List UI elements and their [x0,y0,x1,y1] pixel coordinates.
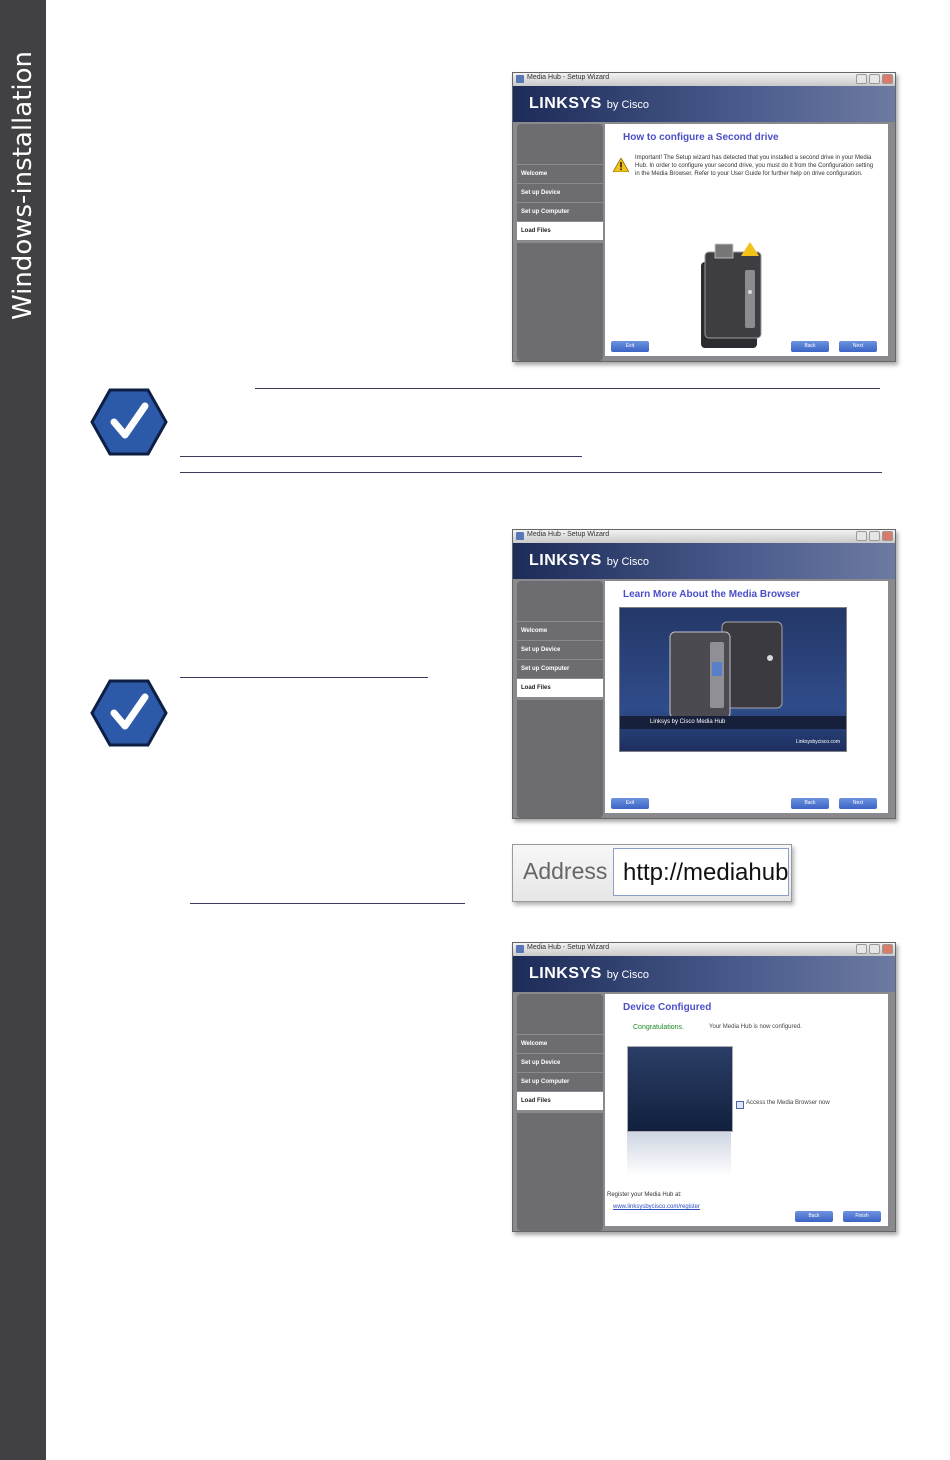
hero-logo-text: Linksysbycisco.com [795,739,840,745]
nav-item-welcome: Welcome [517,164,603,183]
wizard-screenshot-learn-more: Media Hub - Setup Wizard LINKSYS by Cisc… [512,529,896,819]
exit-button: Exit [611,798,649,809]
back-button: Back [791,341,829,352]
nav-item-welcome: Welcome [517,1034,603,1053]
window-title: Media Hub - Setup Wizard [527,944,610,951]
window-titlebar: Media Hub - Setup Wizard [513,530,895,543]
window-titlebar: Media Hub - Setup Wizard [513,943,895,956]
back-button: Back [791,798,829,809]
access-media-browser-checkbox [736,1101,744,1109]
wizard-heading: Learn More About the Media Browser [623,589,800,600]
note-rule-top [255,388,880,389]
note2-rule-bottom [190,903,465,904]
minimize-icon [856,531,867,541]
wizard-content: Learn More About the Media Browser Links… [605,581,888,813]
wizard-header: LINKSYS by Cisco [513,956,895,992]
media-hub-hero-image: Linksys by Cisco Media Hub Linksysbycisc… [619,607,847,752]
close-icon [882,944,893,954]
note-rule-bottom [180,472,882,473]
register-text: Register your Media Hub at: [607,1192,682,1198]
app-icon [516,75,524,83]
media-browser-reflection [627,1132,731,1176]
congrats-text: Your Media Hub is now configured. [709,1024,802,1030]
finish-button: Finish [843,1211,881,1222]
window-title: Media Hub - Setup Wizard [527,74,610,81]
address-input: http://mediahub [613,848,789,896]
checkmark-icon [90,388,168,456]
wizard-nav: Welcome Set up Device Set up Computer Lo… [517,581,603,818]
warning-icon [613,158,629,172]
nav-item-load-files: Load Files [517,221,603,240]
back-button: Back [795,1211,833,1222]
maximize-icon [869,531,880,541]
brand-logo: LINKSYS by Cisco [529,552,649,569]
wizard-content: Device Configured Congratulations. Your … [605,994,888,1226]
sidebar-tab: Windows-installation [0,0,46,1460]
nav-item-setup-computer: Set up Computer [517,1072,603,1091]
media-browser-preview-image [627,1046,733,1132]
close-icon [882,531,893,541]
nav-item-load-files: Load Files [517,1091,603,1110]
wizard-header: LINKSYS by Cisco [513,543,895,579]
wizard-header: LINKSYS by Cisco [513,86,895,122]
nav-item-setup-computer: Set up Computer [517,659,603,678]
checkmark-icon [90,679,168,747]
brand-logo: LINKSYS by Cisco [529,95,649,112]
nav-item-setup-computer: Set up Computer [517,202,603,221]
note-rule-middle [180,456,582,457]
nav-item-setup-device: Set up Device [517,1053,603,1072]
minimize-icon [856,944,867,954]
note2-rule-top [180,677,428,678]
address-bar-screenshot: Address http://mediahub [512,844,792,902]
wizard-nav: Welcome Set up Device Set up Computer Lo… [517,124,603,361]
wizard-body-text: Important! The Setup wizard has detected… [635,155,874,177]
address-label: Address [523,858,608,884]
window-titlebar: Media Hub - Setup Wizard [513,73,895,86]
checkbox-label: Access the Media Browser now [746,1100,830,1106]
nav-item-setup-device: Set up Device [517,183,603,202]
address-value: http://mediahub [623,859,789,886]
wizard-heading: How to configure a Second drive [623,132,779,143]
app-icon [516,945,524,953]
nav-item-welcome: Welcome [517,621,603,640]
app-icon [516,532,524,540]
nav-item-setup-device: Set up Device [517,640,603,659]
maximize-icon [869,74,880,84]
wizard-content: How to configure a Second drive Importan… [605,124,888,356]
wizard-screenshot-device-configured: Media Hub - Setup Wizard LINKSYS by Cisc… [512,942,896,1232]
maximize-icon [869,944,880,954]
congrats-label: Congratulations. [633,1024,684,1031]
brand-logo: LINKSYS by Cisco [529,965,649,982]
register-link: www.linksysbycisco.com/register [613,1204,701,1210]
nav-item-load-files: Load Files [517,678,603,697]
wizard-nav: Welcome Set up Device Set up Computer Lo… [517,994,603,1231]
wizard-heading: Device Configured [623,1002,712,1013]
media-hub-devices-image [669,621,783,718]
minimize-icon [856,74,867,84]
wizard-screenshot-second-drive: Media Hub - Setup Wizard LINKSYS by Cisc… [512,72,896,362]
window-title: Media Hub - Setup Wizard [527,531,610,538]
next-button: Next [839,798,877,809]
close-icon [882,74,893,84]
exit-button: Exit [611,341,649,352]
sidebar-title: Windows-installation [8,50,38,320]
hero-caption: Linksys by Cisco Media Hub [620,716,846,729]
next-button: Next [839,341,877,352]
media-hub-device-image [701,242,762,348]
